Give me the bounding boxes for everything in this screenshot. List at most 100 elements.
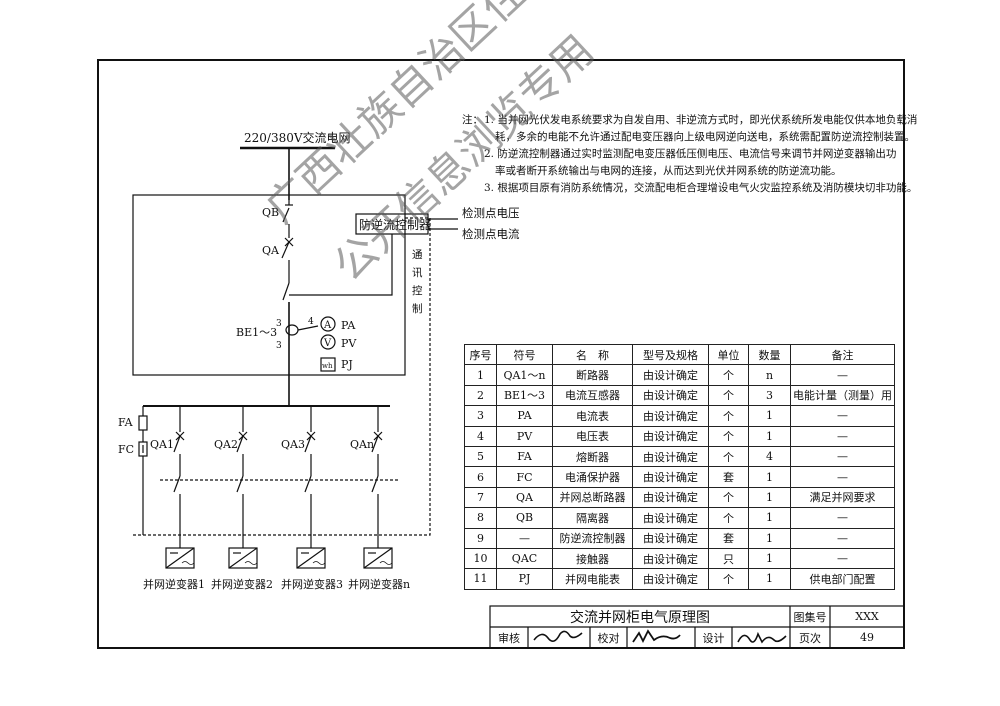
cell-remark: 电能计量（测量）用 — [790, 384, 895, 407]
note-1-cont: 耗，多余的电能不允许通过配电变压器向上级电网逆向送电，系统需配置防逆流控制装置。 — [495, 131, 915, 143]
qa-label: QA — [262, 244, 280, 257]
cell-unit: 个 — [708, 445, 749, 468]
inverter-2-label: 并网逆变器2 — [211, 577, 273, 591]
header-symbol: 符号 — [496, 343, 553, 366]
cell-remark: 满足并网要求 — [790, 486, 895, 509]
atlas-no-value: XXX — [855, 610, 879, 623]
qa3-label: QA3 — [281, 438, 305, 451]
comm-control-boundary — [320, 217, 431, 536]
qac-blade — [282, 282, 290, 301]
inverter-n-icon — [363, 547, 393, 569]
header-qty: 数量 — [748, 343, 791, 366]
cell-index: 10 — [464, 547, 497, 570]
cell-index: 11 — [464, 568, 497, 590]
inverter-n-label: 并网逆变器n — [348, 577, 410, 591]
qb-label: QB — [262, 206, 279, 219]
detect-current-label: 检测点电流 — [462, 227, 520, 241]
cell-remark: — — [790, 425, 895, 447]
cell-symbol: QA — [496, 486, 553, 509]
fa-label: FA — [118, 416, 134, 429]
cell-index: 3 — [464, 405, 497, 427]
cell-symbol: FC — [496, 466, 553, 488]
cell-index: 7 — [464, 486, 497, 509]
ct-be-symbol — [285, 324, 299, 336]
control-signal-line — [289, 234, 393, 296]
cell-symbol: PV — [496, 425, 553, 447]
cell-qty: 4 — [748, 445, 791, 468]
inverter-1-icon — [165, 547, 195, 569]
branch-3 — [304, 406, 316, 548]
qan-label: QAn — [350, 438, 374, 451]
cell-model: 由设计确定 — [632, 425, 709, 447]
branch-2 — [236, 406, 248, 548]
inverter-2-icon — [228, 547, 258, 569]
qa2-label: QA2 — [214, 438, 238, 451]
pv-label: PV — [341, 337, 357, 350]
cell-model: 由设计确定 — [632, 364, 709, 386]
detect-voltage-label: 检测点电压 — [462, 206, 520, 220]
controller-label: 防逆流控制器 — [359, 217, 431, 232]
checker-signature — [632, 629, 681, 644]
cell-model: 由设计确定 — [632, 547, 709, 570]
qb-blade — [282, 207, 290, 223]
ct-4: 4 — [308, 317, 314, 327]
note-2: 2. 防逆流控制器通过实时监测配电变压器低压侧电压、电流信号来调节并网逆变器输出… — [484, 148, 897, 160]
cell-unit: 套 — [708, 527, 749, 549]
atlas-no-label: 图集号 — [793, 610, 827, 624]
voltmeter-symbol — [320, 334, 336, 350]
cell-model: 由设计确定 — [632, 527, 709, 549]
cell-symbol: QB — [496, 507, 553, 529]
cell-qty: 1 — [748, 547, 791, 570]
ct-3b: 3 — [276, 341, 282, 351]
cell-name: 并网总断路器 — [552, 486, 633, 509]
cell-name: 电压表 — [552, 425, 633, 447]
cell-remark: — — [790, 466, 895, 488]
cell-qty: 1 — [748, 507, 791, 529]
fuse-symbol — [138, 415, 148, 431]
note-1: 1. 当并网光伏发电系统要求为自发自用、非逆流方式时，即光伏系统所发电能仅供本地… — [484, 114, 918, 126]
notes-prefix: 注： — [462, 114, 483, 126]
qa1-label: QA1 — [150, 438, 174, 451]
cell-model: 由设计确定 — [632, 384, 709, 407]
cell-unit: 只 — [708, 547, 749, 570]
designer-signature — [737, 631, 787, 644]
cell-qty: 1 — [748, 527, 791, 549]
cell-unit: 个 — [708, 425, 749, 447]
cell-remark: — — [790, 445, 895, 468]
note-2-cont: 率或者断开系统输出与电网的连接，从而达到光伏并网系统的防逆流功能。 — [495, 165, 842, 177]
fc-label: FC — [118, 443, 134, 456]
cell-remark: 供电部门配置 — [790, 568, 895, 590]
branch-n — [371, 406, 383, 548]
cell-remark: — — [790, 405, 895, 427]
cell-model: 由设计确定 — [632, 405, 709, 427]
cell-unit: 个 — [708, 486, 749, 509]
energy-meter-symbol — [320, 357, 336, 372]
cell-name: 电流表 — [552, 405, 633, 427]
cell-name: 电涌保护器 — [552, 466, 633, 488]
cell-symbol: — — [496, 527, 553, 549]
ammeter-glyph: A — [323, 320, 332, 331]
cell-name: 隔离器 — [552, 507, 633, 529]
cell-model: 由设计确定 — [632, 466, 709, 488]
inverter-3-label: 并网逆变器3 — [281, 577, 343, 591]
design-label: 设计 — [702, 631, 725, 645]
cell-name: 断路器 — [552, 364, 633, 386]
cell-symbol: PA — [496, 405, 553, 427]
drawing-title: 交流并网柜电气原理图 — [570, 609, 710, 626]
cell-unit: 个 — [708, 507, 749, 529]
cell-model: 由设计确定 — [632, 568, 709, 590]
comm-char-2: 讯 — [412, 266, 423, 279]
ct-lead — [297, 325, 319, 331]
cell-unit: 套 — [708, 466, 749, 488]
cell-index: 9 — [464, 527, 497, 549]
inverter-3-icon — [296, 547, 326, 569]
cell-qty: 1 — [748, 568, 791, 590]
